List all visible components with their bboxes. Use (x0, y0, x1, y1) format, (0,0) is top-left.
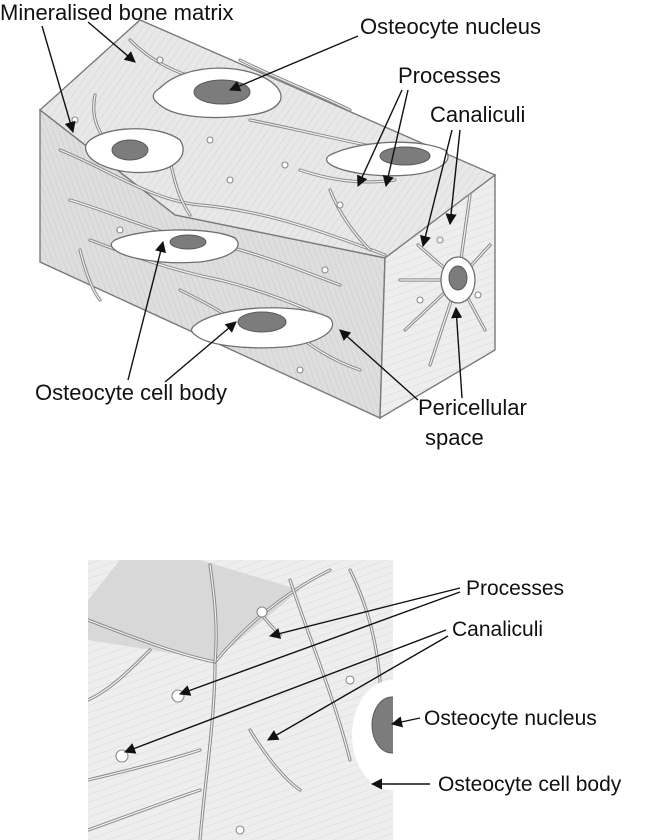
label-canaliculi-top: Canaliculi (430, 102, 525, 127)
osteocyte-nucleus-front-2 (237, 311, 287, 333)
label-osteocyte-nucleus-zoom: Osteocyte nucleus (424, 707, 597, 730)
osteocyte-front-1 (110, 229, 239, 264)
osteocyte-top-2 (84, 128, 184, 174)
zoom-panel (88, 560, 393, 840)
osteocyte-nucleus-front-1 (169, 234, 207, 250)
block-right-face (379, 173, 496, 420)
label-osteocyte-cell-body-top: Osteocyte cell body (35, 380, 227, 405)
label-mineralised-bone-matrix: Mineralised bone matrix (0, 0, 234, 25)
osteocyte-nucleus-right (448, 265, 468, 291)
osteocyte-nucleus-top-2 (111, 139, 149, 161)
osteocyte-right-face (440, 256, 476, 304)
label-processes-zoom: Processes (466, 577, 564, 600)
osteocyte-front-2 (190, 307, 334, 349)
zoom-diagram-arrows (123, 587, 461, 790)
label-processes-top: Processes (398, 63, 501, 88)
label-pericellular-line1: Pericellular (418, 395, 527, 420)
label-osteocyte-nucleus-top: Osteocyte nucleus (360, 14, 541, 39)
zoom-osteocyte-nucleus (371, 696, 393, 754)
canaliculi-openings (71, 56, 482, 374)
osteocyte-nucleus-top-1 (193, 79, 251, 105)
osteocyte-nucleus-top-3 (379, 146, 431, 166)
label-osteocyte-cell-body-zoom: Osteocyte cell body (438, 773, 622, 796)
label-pericellular-line2: space (425, 425, 484, 450)
top-diagram-arrows (41, 21, 463, 401)
bone-block-illustration (38, 19, 497, 420)
label-canaliculi-zoom: Canaliculi (452, 618, 543, 641)
